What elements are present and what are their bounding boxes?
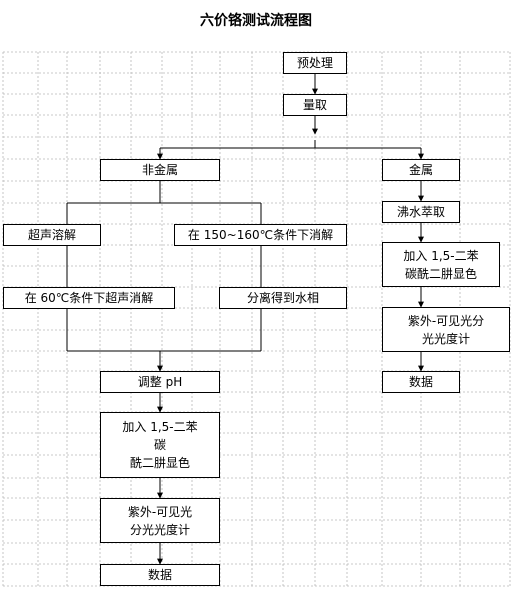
node-data: 数据	[100, 564, 220, 586]
node-metal-spectro-line2: 光光度计	[421, 331, 470, 346]
node-nonmetal: 非金属	[100, 159, 220, 181]
diagram-title: 六价铬测试流程图	[200, 13, 312, 29]
node-metal-spectro-line1: 紫外-可见光分	[407, 313, 485, 328]
node-metal-add-reagent: 加入 1,5-二苯 碳酰二肼显色	[382, 242, 500, 287]
node-separate-water-label: 分离得到水相	[246, 291, 319, 305]
node-metal-spectro: 紫外-可见光分 光光度计	[382, 307, 510, 352]
node-metal: 金属	[382, 159, 460, 181]
node-measure: 量取	[283, 94, 347, 116]
node-separate-water: 分离得到水相	[219, 287, 347, 309]
node-spectro-line2: 分光光度计	[129, 522, 190, 537]
node-ultrasonic-digest-60: 在 60℃条件下超声消解	[3, 287, 175, 309]
node-boil-extract-label: 沸水萃取	[396, 205, 445, 219]
node-metal-add-reagent-line2: 碳酰二肼显色	[404, 266, 477, 281]
node-data-label: 数据	[147, 568, 172, 582]
node-add-reagent: 加入 1,5-二苯 碳 酰二肼显色	[100, 412, 220, 478]
node-digest-150-160-label: 在 150~160℃条件下消解	[187, 228, 334, 242]
node-ultrasonic-dissolve: 超声溶解	[3, 224, 101, 246]
node-pretreat: 预处理	[283, 52, 347, 74]
node-spectro-line1: 紫外-可见光	[127, 504, 193, 519]
node-adjust-ph: 调整 pH	[100, 371, 220, 393]
node-metal-data-label: 数据	[408, 375, 433, 389]
node-nonmetal-label: 非金属	[141, 163, 178, 177]
node-ultrasonic-digest-60-label: 在 60℃条件下超声消解	[24, 291, 154, 305]
node-spectro: 紫外-可见光 分光光度计	[100, 498, 220, 543]
node-measure-label: 量取	[302, 98, 327, 112]
node-digest-150-160: 在 150~160℃条件下消解	[174, 224, 347, 246]
node-adjust-ph-label: 调整 pH	[137, 375, 183, 389]
node-add-reagent-line2: 碳	[153, 438, 166, 452]
node-metal-label: 金属	[408, 163, 433, 177]
node-metal-data: 数据	[382, 371, 460, 393]
node-metal-add-reagent-line1: 加入 1,5-二苯	[403, 248, 479, 263]
node-add-reagent-line3: 酰二肼显色	[129, 456, 190, 470]
node-add-reagent-line1: 加入 1,5-二苯	[122, 420, 198, 434]
node-boil-extract: 沸水萃取	[382, 201, 460, 223]
node-ultrasonic-dissolve-label: 超声溶解	[27, 228, 76, 242]
node-pretreat-label: 预处理	[296, 56, 333, 70]
